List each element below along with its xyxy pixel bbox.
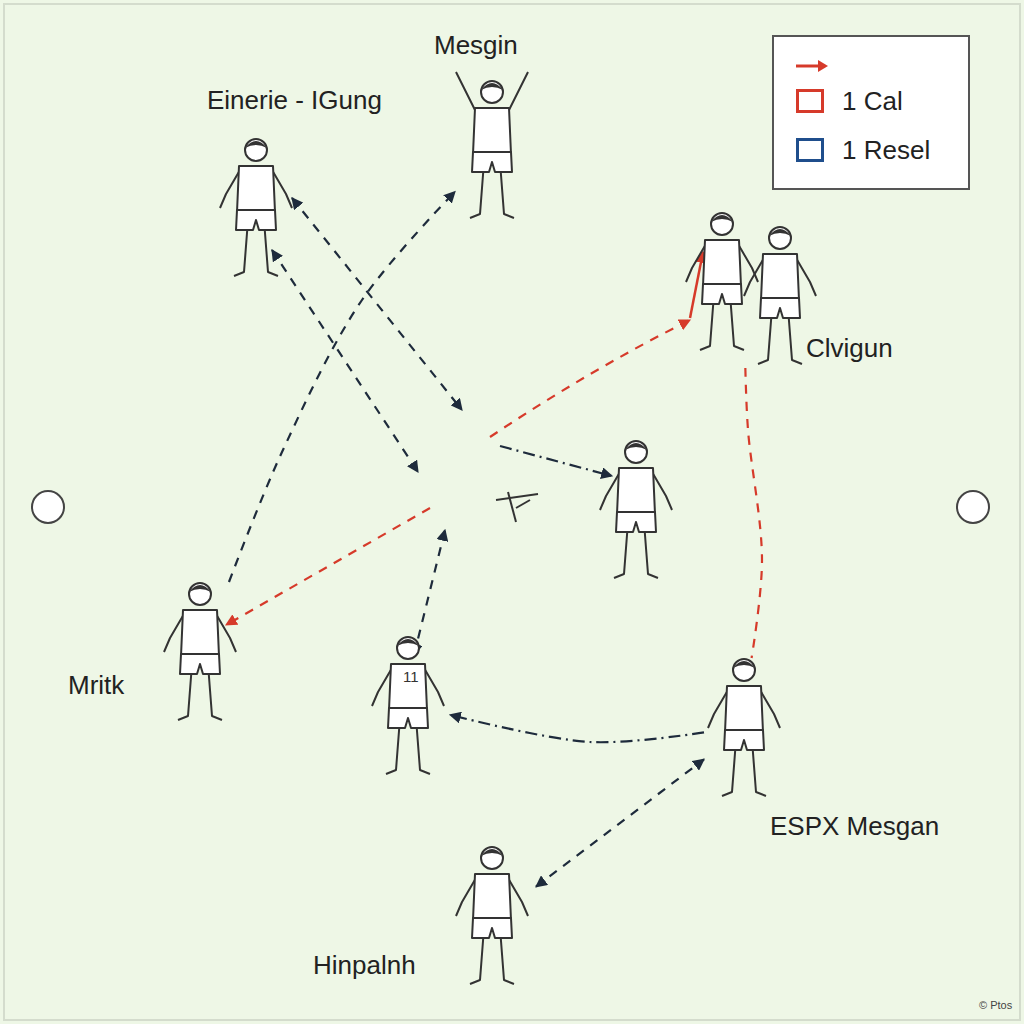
pass-line — [490, 320, 690, 437]
pass-arrow — [450, 715, 704, 742]
player-name: Mritk — [68, 670, 124, 700]
legend-swatch — [796, 89, 824, 113]
ball-symbol — [496, 492, 538, 522]
player-name: Mesgin — [434, 30, 518, 60]
legend-arrow-sample — [788, 51, 848, 81]
legend: 1 Cal 1 Resel — [772, 35, 970, 190]
watermark: © Ptos — [979, 999, 1012, 1012]
pass-arrow — [229, 192, 455, 582]
player-figure — [164, 583, 236, 720]
player-figures — [164, 72, 816, 984]
player-name: Clvigun — [806, 333, 893, 363]
pass-line — [414, 530, 445, 655]
player-figure — [456, 847, 528, 984]
frame — [4, 4, 1020, 1020]
player-name: Hinpalnh — [313, 950, 416, 980]
player-node: ESPX Mesgan — [704, 658, 784, 800]
player-node: Einerie - IGung — [216, 138, 296, 280]
player-figure — [220, 139, 292, 276]
player-figure — [686, 213, 758, 350]
player-figure — [456, 72, 528, 218]
pass-line — [500, 446, 612, 476]
player-figure — [372, 637, 444, 774]
legend-text: 1 Resel — [842, 135, 930, 165]
player-node: 11 — [370, 636, 450, 778]
legend-text: 1 Cal — [842, 86, 903, 116]
player-figure — [744, 227, 816, 364]
goal-marker — [32, 491, 64, 523]
pass-line — [272, 250, 418, 472]
shirt-number: 11 — [402, 668, 420, 686]
player-node: Mritk — [160, 582, 240, 724]
player-figure — [708, 659, 780, 796]
player-node: Mesgin — [455, 70, 535, 220]
pass-lines — [226, 198, 703, 655]
player-name: ESPX Mesgan — [770, 811, 939, 841]
legend-swatch — [796, 138, 824, 162]
goal-marker — [957, 491, 989, 523]
pass-arrow — [536, 759, 704, 886]
player-name: Einerie - IGung — [207, 85, 382, 115]
player-node: Clvigun — [684, 212, 800, 368]
pass-arrow — [745, 368, 762, 658]
player-figure — [600, 441, 672, 578]
pass-line — [226, 508, 430, 625]
player-node: Hinpalnh — [456, 846, 536, 988]
